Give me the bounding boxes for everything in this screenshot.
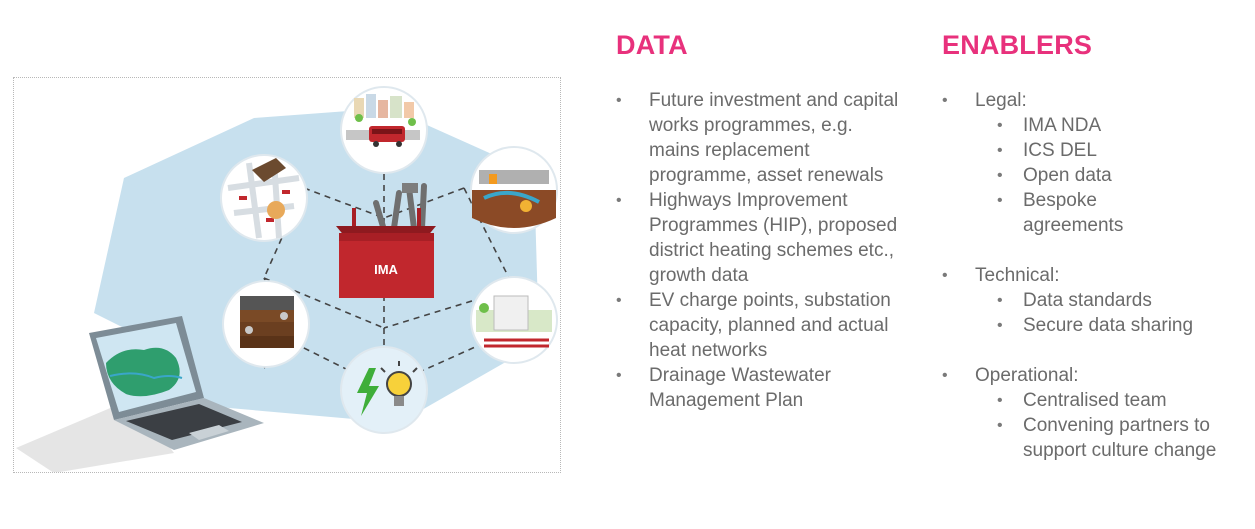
soil-layers-icon (222, 280, 310, 368)
trench-works-icon (470, 146, 558, 234)
enabler-subitem: Secure data sharing (942, 313, 1242, 338)
enablers-list-column: Legal: IMA NDA ICS DEL Open data Bespoke… (942, 88, 1242, 463)
enabler-subitem: Centralised team (942, 388, 1242, 413)
enabler-subitem: Convening partners to support culture ch… (942, 413, 1222, 463)
street-scene-icon (340, 86, 428, 174)
enabler-group-label: Technical: (975, 265, 1060, 286)
enabler-group-label: Operational: (975, 365, 1079, 386)
building-site-icon (470, 276, 558, 364)
enabler-subitem: IMA NDA (942, 113, 1242, 138)
enabler-subitem: Open data (942, 163, 1242, 188)
projection-beam (94, 178, 244, 408)
enablers-list: Legal: IMA NDA ICS DEL Open data Bespoke… (942, 88, 1242, 463)
data-list: Future investment and capital works prog… (616, 88, 906, 413)
energy-icon (340, 346, 428, 434)
map-hand-icon (220, 154, 308, 242)
data-item: EV charge points, substation capacity, p… (616, 288, 906, 363)
toolbox-label: IMA (374, 262, 398, 277)
data-item: Future investment and capital works prog… (616, 88, 906, 188)
laptop-map-icon (16, 316, 264, 472)
data-list-column: Future investment and capital works prog… (616, 88, 906, 413)
data-item: Highways Improvement Programmes (HIP), p… (616, 188, 906, 288)
spacer (942, 338, 1242, 363)
enabler-subitem: Data standards (942, 288, 1242, 313)
toolbox-icon: IMA (336, 183, 436, 298)
enabler-group-technical: Technical: (942, 263, 1242, 288)
enabler-subitem: Bespoke agreements (942, 188, 1172, 238)
enabler-subgroup-legal: IMA NDA ICS DEL Open data Bespoke agreem… (942, 113, 1242, 238)
enabler-subgroup-technical: Data standards Secure data sharing (942, 288, 1242, 338)
data-heading: DATA (616, 30, 688, 60)
enabler-subitem: ICS DEL (942, 138, 1242, 163)
enabler-group-legal: Legal: (942, 88, 1242, 113)
spacer (942, 238, 1242, 263)
enabler-group-label: Legal: (975, 90, 1027, 111)
ima-diagram: IMA (16, 86, 558, 472)
data-item: Drainage Wastewater Management Plan (616, 363, 906, 413)
enablers-heading: ENABLERS (942, 30, 1093, 60)
enabler-subgroup-operational: Centralised team Convening partners to s… (942, 388, 1242, 463)
enabler-group-operational: Operational: (942, 363, 1242, 388)
illustration-panel: IMA (13, 77, 561, 473)
